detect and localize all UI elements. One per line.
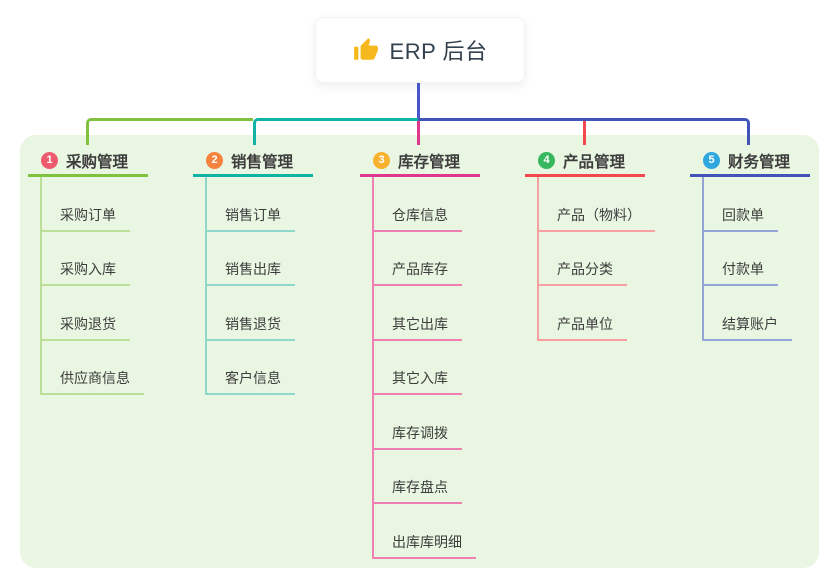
child-node-销售退货[interactable]: 销售退货 — [205, 286, 295, 341]
branch-children: 销售订单销售出库销售退货客户信息 — [205, 177, 295, 395]
child-node-采购订单[interactable]: 采购订单 — [40, 177, 130, 232]
child-label: 供应商信息 — [60, 370, 130, 386]
child-node-采购入库[interactable]: 采购入库 — [40, 232, 130, 286]
branch-label: 库存管理 — [398, 153, 461, 171]
child-node-销售出库[interactable]: 销售出库 — [205, 232, 295, 286]
child-label: 销售出库 — [225, 261, 281, 277]
branches-panel — [20, 135, 819, 568]
child-label: 库存调拨 — [392, 424, 448, 441]
child-label: 回款单 — [722, 206, 764, 223]
child-node-采购退货[interactable]: 采购退货 — [40, 286, 130, 341]
child-label: 销售退货 — [225, 315, 281, 332]
child-node-仓库信息[interactable]: 仓库信息 — [372, 177, 462, 232]
connector-root-stem — [417, 83, 420, 121]
child-label: 付款单 — [722, 261, 764, 277]
child-node-产品库存[interactable]: 产品库存 — [372, 232, 462, 286]
branch-number-badge: 5 — [703, 152, 720, 169]
child-label: 客户信息 — [225, 370, 281, 386]
child-label: 其它出库 — [392, 315, 448, 332]
child-node-客户信息[interactable]: 客户信息 — [205, 341, 295, 395]
branch-spine — [372, 177, 374, 559]
branch-label: 财务管理 — [728, 153, 791, 171]
branch-label: 销售管理 — [231, 153, 294, 171]
connector-branch-5 — [418, 118, 750, 145]
branch-node-销售管理[interactable]: 2 销售管理 — [193, 147, 313, 177]
child-label: 销售订单 — [225, 206, 281, 223]
root-node[interactable]: ERP 后台 — [315, 17, 525, 83]
branch-number-badge: 4 — [538, 152, 555, 169]
branch-children: 产品（物料） 产品分类产品单位 — [537, 177, 655, 341]
branch-spine — [205, 177, 207, 395]
child-node-库存盘点[interactable]: 库存盘点 — [372, 450, 462, 504]
branch-spine — [537, 177, 539, 341]
child-label: 产品单位 — [557, 315, 613, 332]
child-node-产品单位[interactable]: 产品单位 — [537, 286, 627, 341]
child-label: 采购入库 — [60, 261, 116, 277]
connector-branch-3 — [417, 121, 420, 145]
child-label: 库存盘点 — [392, 479, 448, 495]
branch-node-采购管理[interactable]: 1 采购管理 — [28, 147, 148, 177]
child-node-其它出库[interactable]: 其它出库 — [372, 286, 462, 341]
branch-number-badge: 1 — [41, 152, 58, 169]
branch-number-badge: 3 — [373, 152, 390, 169]
child-node-结算账户[interactable]: 结算账户 — [702, 286, 792, 341]
child-label: 产品（物料） — [557, 206, 641, 223]
branch-spine — [40, 177, 42, 395]
child-node-付款单[interactable]: 付款单 — [702, 232, 778, 286]
child-label: 采购退货 — [60, 315, 116, 332]
child-node-产品分类[interactable]: 产品分类 — [537, 232, 627, 286]
child-label: 其它入库 — [392, 370, 448, 386]
connector-branch-1 — [86, 118, 253, 145]
child-label: 结算账户 — [722, 315, 778, 332]
child-label: 仓库信息 — [392, 206, 448, 223]
child-label: 出库库明细 — [392, 533, 462, 550]
branch-children: 回款单付款单结算账户 — [702, 177, 792, 341]
child-label: 产品库存 — [392, 261, 448, 277]
child-label: 产品分类 — [557, 261, 613, 277]
child-node-供应商信息[interactable]: 供应商信息 — [40, 341, 144, 395]
branch-children: 仓库信息产品库存其它出库其它入库库存调拨库存盘点出库库明细 — [372, 177, 476, 559]
thumb-up-icon — [353, 37, 379, 63]
branch-node-产品管理[interactable]: 4 产品管理 — [525, 147, 645, 177]
branch-node-库存管理[interactable]: 3 库存管理 — [360, 147, 480, 177]
child-node-销售订单[interactable]: 销售订单 — [205, 177, 295, 232]
root-label: ERP 后台 — [389, 39, 488, 64]
branch-node-财务管理[interactable]: 5 财务管理 — [690, 147, 810, 177]
child-node-库存调拨[interactable]: 库存调拨 — [372, 395, 462, 450]
child-node-产品（物料）[interactable]: 产品（物料） — [537, 177, 655, 232]
child-node-出库库明细[interactable]: 出库库明细 — [372, 504, 476, 559]
branch-label: 产品管理 — [563, 153, 626, 171]
branch-label: 采购管理 — [66, 153, 129, 171]
child-node-其它入库[interactable]: 其它入库 — [372, 341, 462, 395]
connector-branch-2 — [253, 118, 418, 145]
child-label: 采购订单 — [60, 206, 116, 223]
branch-number-badge: 2 — [206, 152, 223, 169]
child-node-回款单[interactable]: 回款单 — [702, 177, 778, 232]
branch-children: 采购订单采购入库采购退货供应商信息 — [40, 177, 144, 395]
branch-spine — [702, 177, 704, 341]
connector-branch-4 — [583, 121, 586, 145]
